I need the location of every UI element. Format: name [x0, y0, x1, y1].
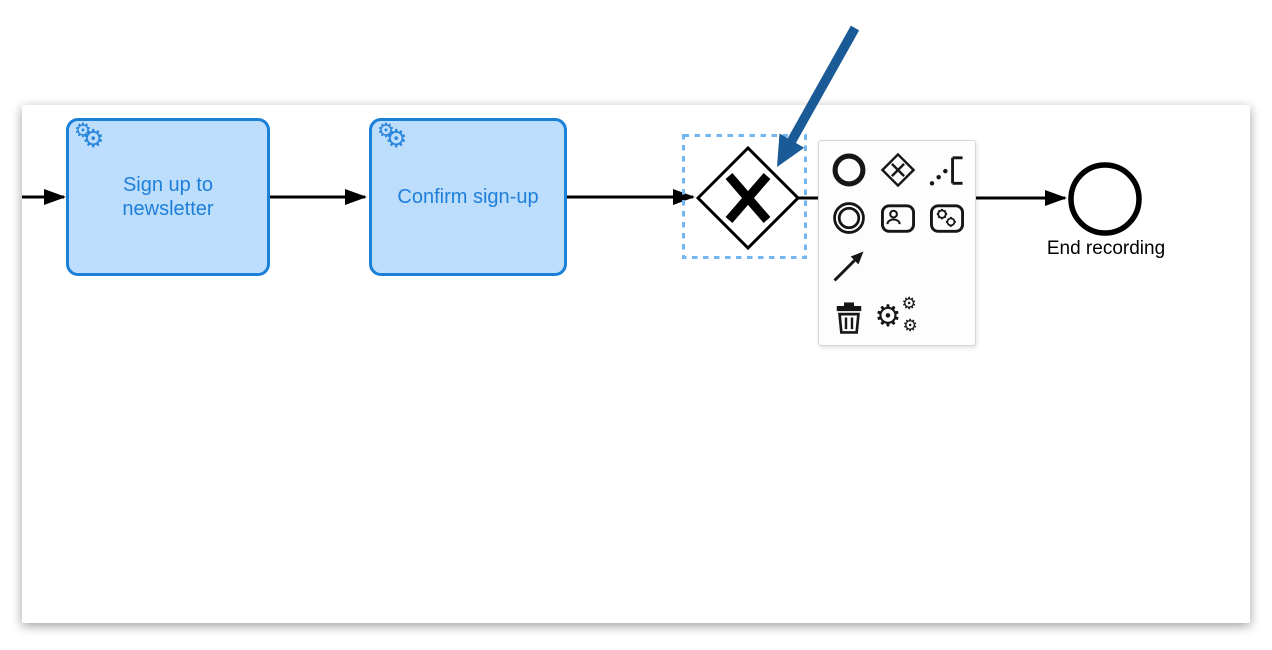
- task-sign-up-to-newsletter[interactable]: ⚙⚙ Sign up to newsletter: [66, 118, 270, 276]
- gears-icon: ⚙⚙⚙: [874, 294, 918, 335]
- change-element-button[interactable]: ⚙⚙⚙: [874, 294, 921, 341]
- exclusive-gateway[interactable]: [695, 145, 801, 251]
- delete-element-button[interactable]: [826, 295, 872, 341]
- user-task-icon: [880, 204, 915, 233]
- append-user-task-button[interactable]: [875, 195, 921, 241]
- task-confirm-sign-up[interactable]: ⚙⚙ Confirm sign-up: [369, 118, 567, 276]
- end-event[interactable]: [1068, 162, 1142, 236]
- append-gateway-button[interactable]: [875, 147, 921, 193]
- end-event-label: End recording: [1046, 238, 1166, 259]
- connect-arrow-icon: [833, 251, 863, 282]
- gateway-x-marker: [725, 173, 771, 223]
- append-end-event-button[interactable]: [826, 147, 872, 193]
- gateway-icon: [880, 152, 915, 188]
- intermediate-event-icon: [832, 202, 865, 234]
- bpmn-canvas[interactable]: ⚙⚙ Sign up to newsletter ⚙⚙ Confirm sign…: [22, 105, 1250, 623]
- service-task-icon: [929, 204, 964, 233]
- append-intermediate-event-button[interactable]: [826, 195, 872, 241]
- end-event-icon: [832, 153, 865, 187]
- diagram-shapes-layer: [22, 134, 1142, 259]
- append-text-annotation-button[interactable]: [924, 147, 970, 193]
- task-label: Sign up to newsletter: [122, 174, 214, 220]
- append-service-task-button[interactable]: [924, 195, 970, 241]
- context-pad: ⚙⚙⚙: [818, 140, 976, 346]
- service-task-gear-icon: ⚙⚙: [74, 120, 105, 153]
- connect-tool-button[interactable]: [826, 243, 872, 289]
- service-task-gear-icon: ⚙⚙: [377, 120, 408, 153]
- task-label: Confirm sign-up: [397, 186, 539, 208]
- trash-icon: [836, 302, 861, 334]
- text-annotation-icon: [929, 156, 963, 186]
